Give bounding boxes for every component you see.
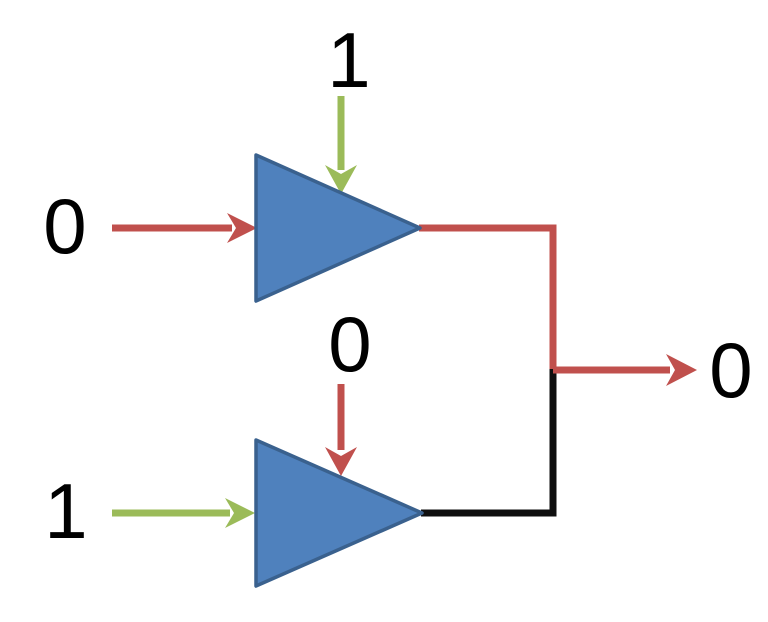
output-label: 0 bbox=[709, 326, 752, 414]
top-input-arrow bbox=[112, 213, 257, 243]
bottom-buffer-triangle bbox=[254, 438, 424, 588]
top-buffer-triangle bbox=[254, 153, 422, 303]
bottom-enable-label: 0 bbox=[328, 300, 371, 388]
output-arrow bbox=[553, 354, 697, 386]
output-arrowhead-icon bbox=[666, 354, 697, 386]
bottom-output-wire bbox=[421, 369, 557, 517]
top-input-label: 0 bbox=[43, 182, 86, 270]
bottom-input-arrow bbox=[112, 498, 255, 528]
bottom-enable-arrow bbox=[325, 384, 357, 476]
top-enable-arrowhead-icon bbox=[325, 165, 357, 194]
bottom-input-label: 1 bbox=[44, 467, 87, 555]
top-enable-label: 1 bbox=[327, 16, 370, 104]
bottom-enable-arrowhead-icon bbox=[325, 447, 357, 476]
top-output-wire bbox=[419, 224, 557, 370]
top-enable-arrow bbox=[325, 96, 357, 194]
top-input-arrowhead-icon bbox=[227, 213, 257, 243]
bottom-input-arrowhead-icon bbox=[225, 498, 255, 528]
